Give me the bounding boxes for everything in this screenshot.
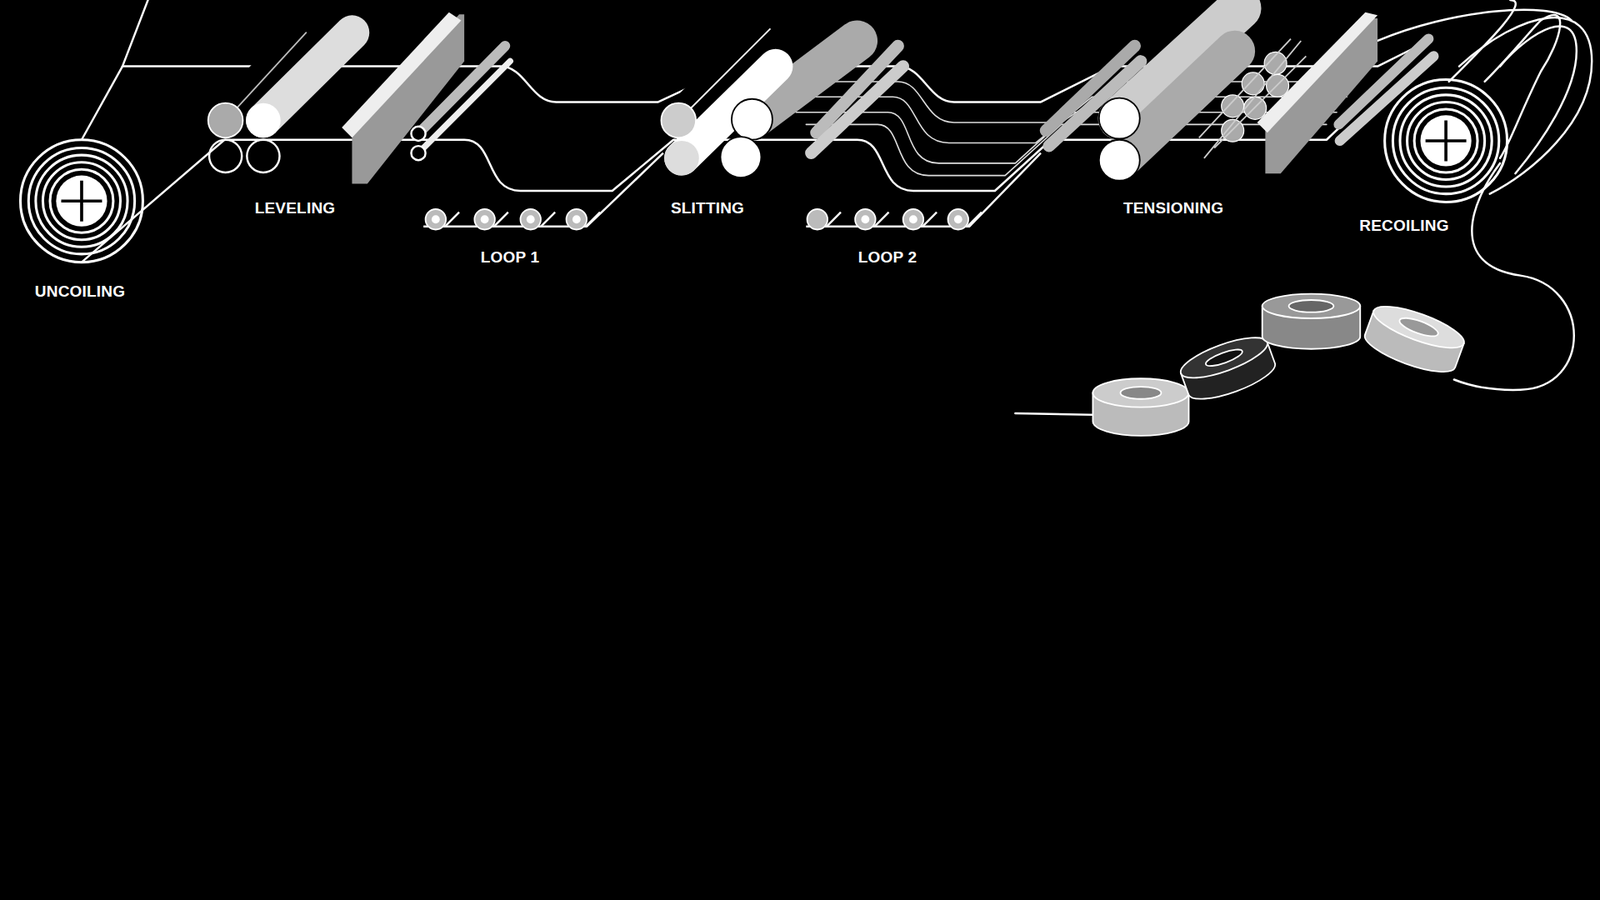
stage-label: SLITTING (667, 198, 748, 219)
stage-label: LOOP 2 (855, 247, 921, 268)
stage-label: LOOP 1 (477, 247, 544, 268)
stage-label: LEVELING (251, 198, 340, 219)
stage-label: RECOILING (1355, 215, 1452, 236)
stage-label: TENSIONING (1120, 198, 1227, 219)
stage-label: UNCOILING (31, 281, 129, 302)
